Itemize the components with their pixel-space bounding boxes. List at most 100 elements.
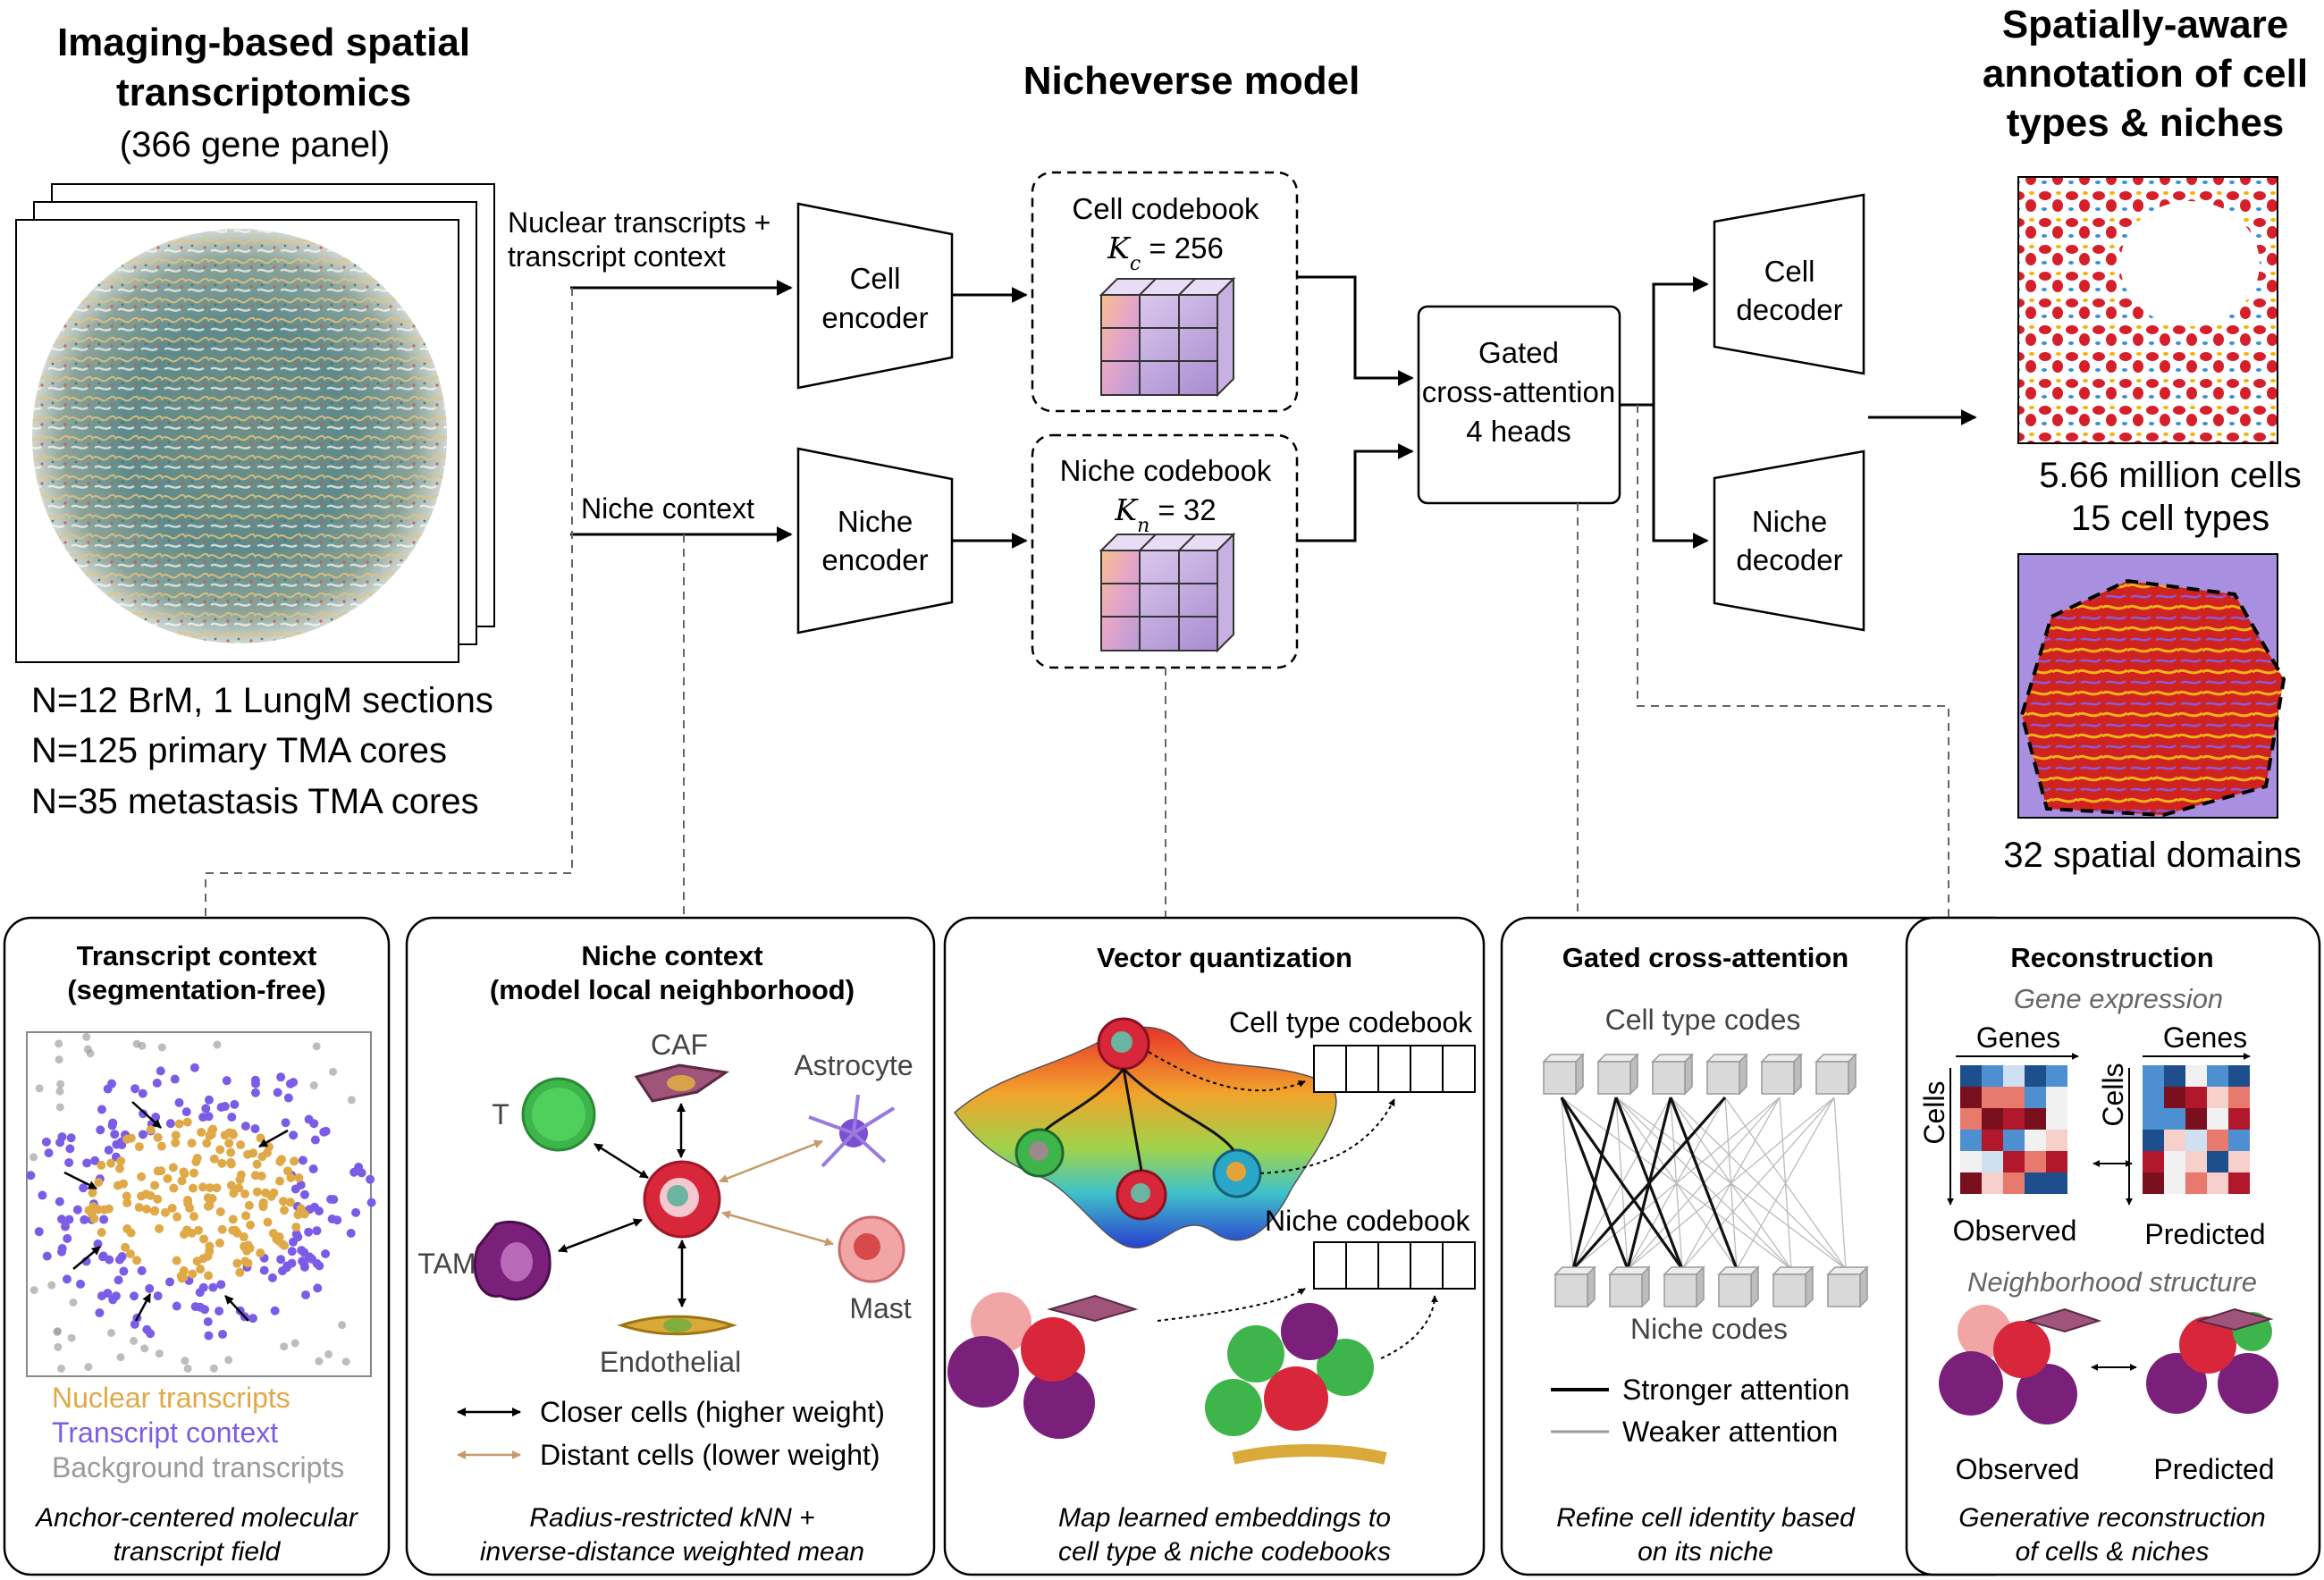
background-transcript-dot [54,1342,63,1351]
context-transcript-dot [156,1066,165,1076]
heatmap-observed-cell [1960,1130,1982,1151]
nuclear-transcript-dot [177,1273,187,1283]
heatmap-observed-cell [2046,1151,2067,1172]
context-transcript-dot [270,1306,280,1315]
nuclear-transcript-dot [189,1168,198,1178]
context-transcript-dot [181,1107,191,1117]
arrow-cell-to-attention [1297,275,1414,386]
label-t-cell: T [492,1098,509,1130]
vq-dotted-2 [1259,1098,1395,1174]
context-transcript-dot [98,1251,108,1261]
strong-attention-edge [1626,1097,1672,1270]
recon-predicted-1: Predicted [2144,1218,2265,1250]
context-transcript-dot [41,1137,51,1147]
niche-encoder-label-2: encoder [821,543,928,576]
heatmap-observed-cell [1982,1065,2003,1087]
nuclear-transcript-dot [146,1190,156,1200]
nuclear-transcript-dot [197,1127,206,1137]
context-transcript-dot [170,1074,180,1084]
nuclear-transcript-dot [192,1256,202,1266]
nuclear-transcript-dot [194,1225,204,1235]
model-title: Nicheverse model [1023,59,1360,103]
recon-genes-right: Genes [2163,1021,2247,1054]
attn-bottom-label: Niche codes [1630,1313,1788,1345]
nuclear-transcript-dot [116,1156,126,1166]
context-transcript-dot [281,1118,290,1128]
endothelial-icon [617,1315,737,1336]
heatmap-observed-cell [2003,1151,2025,1172]
niche-code-cube [1608,1265,1651,1308]
heatmap-observed-cell [2046,1172,2067,1194]
context-transcript-dot [366,1198,376,1207]
cell-codebook-label: Cell codebook [1072,192,1259,225]
heatmap-predicted-cell [2228,1172,2250,1194]
cell-type-code-cube [1651,1053,1694,1096]
context-transcript-dot [357,1168,366,1178]
background-transcript-dot [209,1364,218,1373]
strong-attention-edge [1571,1097,1618,1270]
context-transcript-dot [62,1274,72,1284]
cell-encoder [796,202,954,390]
transcript-anchor-arrows [63,1101,289,1322]
label-endothelial: Endothelial [600,1346,741,1378]
input-niche-label: Niche context [581,492,754,525]
nuclear-transcript-dot [205,1183,215,1193]
context-transcript-dot [112,1139,122,1149]
context-transcript-dot [42,1251,52,1261]
nuclear-transcript-dot [89,1214,99,1223]
nuclear-transcript-dot [171,1130,181,1140]
panel-connectors [205,288,1949,918]
vq-cell-left [1015,1128,1065,1178]
context-transcript-dot [165,1119,175,1129]
nuclear-transcript-dot [282,1166,292,1176]
weak-attention-edge [1572,1097,1781,1270]
nuclear-transcript-dot [191,1157,201,1167]
context-transcript-dot [198,1282,208,1292]
legend-strong: Stronger attention [1622,1374,1849,1406]
heatmap-predicted-cell [2164,1172,2185,1194]
context-transcript-dot [97,1105,106,1114]
heatmap-observed-cell [2003,1130,2025,1151]
nuclear-transcript-dot [252,1159,262,1169]
background-transcript-dot [35,1084,44,1093]
heatmap-predicted-cell [2228,1065,2250,1087]
nuclear-transcript-dot [228,1130,238,1139]
vq-cell-top [1097,1017,1150,1071]
heatmap-predicted-cell [2185,1065,2207,1087]
nuclear-transcript-dot [275,1156,285,1166]
vq-dotted-3 [1157,1288,1306,1322]
nuclear-transcript-dot [149,1206,159,1216]
cell-decoder [1713,193,1865,375]
nuclear-transcript-dot [167,1203,177,1213]
niche-code-cube [1663,1265,1705,1308]
heatmap-observed-cell [2046,1065,2067,1087]
nuclear-transcript-dot [275,1176,285,1186]
nuclear-transcript-dot [177,1176,187,1186]
label-mast: Mast [849,1292,911,1324]
context-transcript-dot [80,1214,89,1224]
cell-decoder-label-1: Cell [1764,255,1815,288]
context-transcript-dot [66,1133,76,1143]
nuclear-transcript-dot [156,1141,166,1151]
nuclear-transcript-dot [243,1258,253,1268]
background-transcript-dot [280,1342,289,1351]
context-transcript-dot [55,1138,65,1147]
background-transcript-dot [53,1327,62,1336]
context-transcript-dot [79,1183,88,1193]
heatmap-predicted-cell [2185,1108,2207,1130]
context-transcript-dot [204,1331,214,1340]
context-transcript-dot [289,1130,299,1140]
weak-attention-edge [1833,1097,1847,1270]
heatmap-observed-cell [2003,1108,2025,1130]
context-transcript-dot [152,1078,162,1088]
heatmap-predicted-cell [2207,1087,2228,1108]
background-transcript-dot [341,1357,350,1366]
nuclear-transcript-dot [239,1232,248,1242]
background-transcript-dot [29,1286,38,1295]
niche-encoder [796,447,954,635]
heatmap-observed-cell [2025,1087,2046,1108]
nuclear-transcript-dot [106,1158,116,1168]
nuclear-transcript-dot [122,1191,131,1201]
legend-nuclear: Nuclear transcripts [52,1382,290,1414]
